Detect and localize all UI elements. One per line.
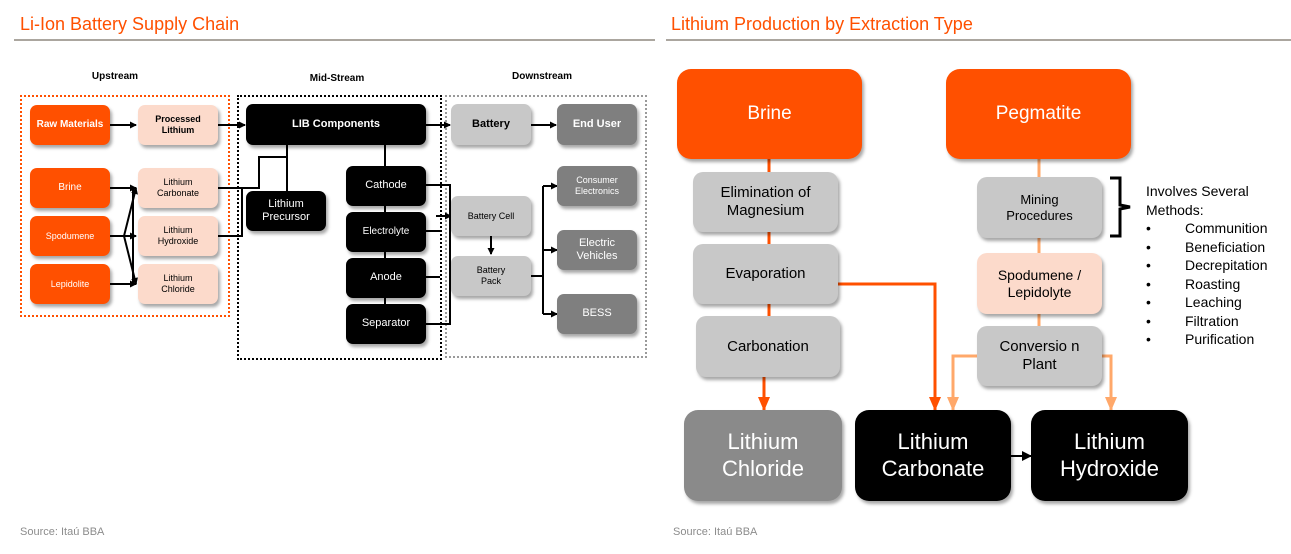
methods-list-item: •Communition	[1146, 220, 1268, 236]
node-processed-lithium: Processed Lithium	[138, 105, 218, 145]
methods-list: •Communition •Beneficiation •Decrepitati…	[1146, 219, 1286, 349]
node-end-user: End User	[557, 104, 637, 145]
brace-icon	[1110, 176, 1131, 238]
node-battery-pack: Battery Pack	[451, 256, 531, 296]
right-title-rule	[666, 39, 1291, 41]
midstream-heading: Mid-Stream	[309, 73, 365, 84]
node-battery-cell: Battery Cell	[451, 196, 531, 236]
node-anode: Anode	[346, 258, 426, 298]
node-battery: Battery	[451, 104, 531, 145]
edge-components-bus	[426, 184, 451, 325]
left-panel-title: Li-Ion Battery Supply Chain	[20, 14, 240, 34]
downstream-group	[445, 95, 647, 358]
node-mining-procedures: Mining Procedures	[977, 177, 1102, 238]
bullet-icon: •	[1146, 257, 1151, 273]
node-lithium-chloride-output: Lithium Chloride	[684, 410, 842, 501]
methods-list-item: •Decrepitation	[1146, 257, 1268, 273]
bullet-icon: •	[1146, 275, 1151, 292]
methods-note: Involves Several Methods: •Communition •…	[1146, 182, 1286, 349]
node-lithium-precursor: Lithium Precursor	[246, 191, 326, 231]
bullet-icon: •	[1146, 331, 1151, 347]
node-brine-source: Brine	[677, 69, 862, 159]
right-source-note: Source: Itaú BBA	[673, 526, 758, 538]
edge-conv-to-carbonate	[947, 354, 977, 411]
bullet-icon: •	[1146, 220, 1151, 236]
node-lib-components: LIB Components	[246, 104, 426, 145]
node-evaporation: Evaporation	[693, 244, 838, 304]
node-raw-materials: Raw Materials	[30, 105, 110, 145]
right-panel-title: Lithium Production by Extraction Type	[671, 14, 973, 34]
methods-list-item: •Beneficiation	[1146, 238, 1266, 255]
node-spodumene: Spodumene	[30, 216, 110, 256]
node-consumer-electronics: Consumer Electronics	[557, 166, 637, 206]
edge-carbonate-to-precursor	[218, 187, 243, 237]
node-lithium-hydroxide: Lithium Hydroxide	[138, 216, 218, 256]
node-bess: BESS	[557, 294, 637, 334]
methods-note-heading: Involves Several Methods:	[1146, 183, 1249, 218]
midstream-group	[237, 95, 442, 360]
node-electrolyte: Electrolyte	[346, 212, 426, 252]
node-cathode: Cathode	[346, 166, 426, 206]
upstream-heading: Upstream	[91, 71, 139, 82]
edge-spod-to-chloride	[123, 235, 138, 285]
bullet-icon: •	[1146, 312, 1151, 329]
node-lithium-carbonate-output: Lithium Carbonate	[855, 410, 1011, 501]
node-electric-vehicles: Electric Vehicles	[557, 230, 637, 270]
node-lithium-chloride: Lithium Chloride	[138, 264, 218, 304]
node-separator: Separator	[346, 304, 426, 344]
upstream-group	[20, 95, 230, 317]
bullet-icon: •	[1146, 294, 1151, 310]
downstream-heading: Downstream	[511, 71, 572, 82]
edge-conv-to-hydroxide	[1102, 354, 1117, 411]
bullet-icon: •	[1146, 238, 1151, 255]
node-lithium-carbonate: Lithium Carbonate	[138, 168, 218, 208]
node-brine: Brine	[30, 168, 110, 208]
edge-spod-to-carbonate	[123, 187, 138, 237]
methods-list-item: •Roasting	[1146, 275, 1241, 292]
node-spodumene-lepidolyte: Spodumene / Lepidolyte	[977, 253, 1102, 314]
node-elimination-of-magnesium: Elimination of Magnesium	[693, 172, 838, 232]
node-conversion-plant: Conversio n Plant	[977, 326, 1102, 386]
methods-list-item: •Leaching	[1146, 294, 1242, 310]
methods-list-item: •Filtration	[1146, 312, 1239, 329]
left-title-rule	[14, 39, 655, 41]
left-source-note: Source: Itaú BBA	[20, 526, 105, 538]
node-lepidolite: Lepidolite	[30, 264, 110, 304]
methods-list-item: •Purification	[1146, 331, 1255, 347]
edge-evap-to-carbonate	[837, 282, 941, 411]
edge-precursor-link	[242, 145, 288, 189]
node-lithium-hydroxide-output: Lithium Hydroxide	[1031, 410, 1188, 501]
node-pegmatite-source: Pegmatite	[946, 69, 1131, 159]
node-carbonation: Carbonation	[696, 316, 840, 377]
